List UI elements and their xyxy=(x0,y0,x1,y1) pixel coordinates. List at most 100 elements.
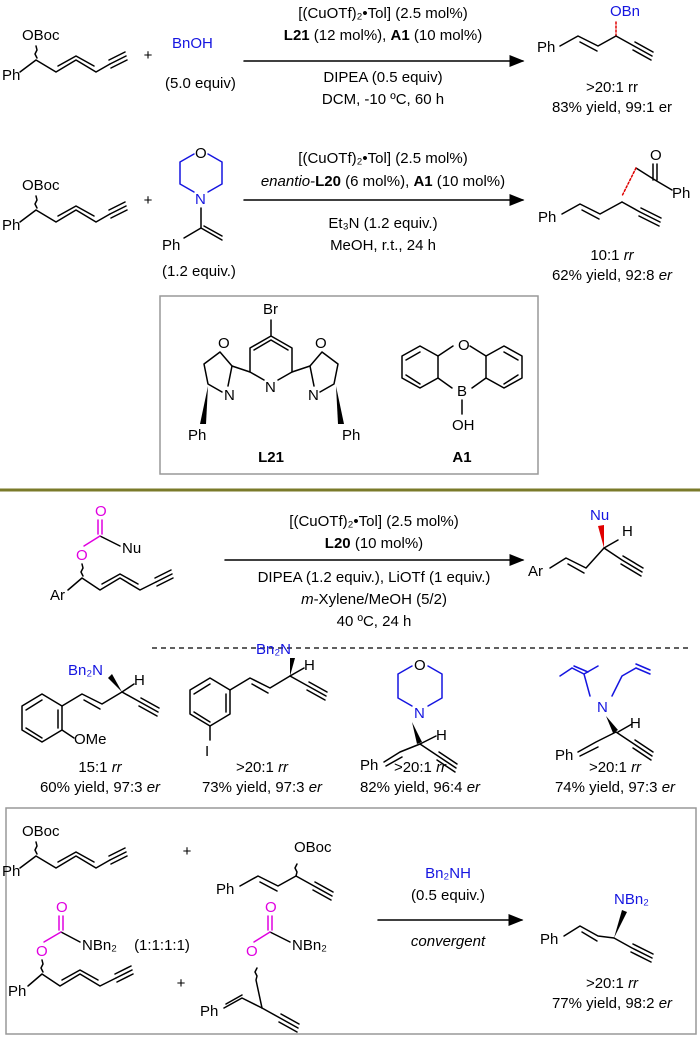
conv-sm3-o1: O xyxy=(56,899,68,916)
reaction-2: OBoc Ph + O N Ph (1.2 equiv.) [(CuOTf)₂•… xyxy=(2,145,690,284)
r1-cond-3: DIPEA (0.5 equiv) xyxy=(323,69,442,86)
ex2-yield: 73% yield, 97:3 er xyxy=(202,779,323,796)
ex1-yield: 60% yield, 97:3 er xyxy=(40,779,161,796)
general-reaction: O Nu O Ar [(CuOTf)₂•Tol] (2.5 mol%) L20 … xyxy=(50,503,644,630)
ex3-group-o: O xyxy=(414,657,426,674)
conv-sm3-ph: Ph xyxy=(8,983,26,1000)
a1-o: O xyxy=(458,337,470,354)
r1-product: Ph OBn xyxy=(537,3,654,61)
r1-prod-ph: Ph xyxy=(537,39,555,56)
r2-cond-1: [(CuOTf)₂•Tol] (2.5 mol%) xyxy=(298,150,467,167)
examples-row: Bn₂N H OMe 15:1 rr 60% yield, 97:3 er Bn… xyxy=(21,641,676,796)
a1-oh: OH xyxy=(452,417,475,434)
conv-sm4-o1: O xyxy=(265,899,277,916)
r2-reagent-ph: Ph xyxy=(162,237,180,254)
gen-cond-5: 40 ºC, 24 h xyxy=(337,613,412,630)
gen-cond-1: [(CuOTf)₂•Tol] (2.5 mol%) xyxy=(289,513,458,530)
conv-sm1: OBoc Ph xyxy=(2,823,128,880)
ex4-rr: >20:1 rr xyxy=(589,759,642,776)
conv-sm2-group: OBoc xyxy=(294,839,332,856)
reaction-1: OBoc Ph + BnOH (5.0 equiv) [(CuOTf)₂•Tol… xyxy=(2,3,672,116)
conv-prod-group: NBn₂ xyxy=(614,891,649,908)
conv-sm2: Ph OBoc xyxy=(216,839,334,901)
conv-sm3-n: NBn₂ xyxy=(82,937,117,954)
conv-yield: 77% yield, 98:2 er xyxy=(552,995,673,1012)
conv-mode: convergent xyxy=(411,933,486,950)
r2-enamine: O N Ph xyxy=(162,145,223,254)
ex3-ph: Ph xyxy=(360,757,378,774)
ex1-h: H xyxy=(134,672,145,689)
ligand-box-frame xyxy=(159,295,539,475)
l21-label: L21 xyxy=(258,449,284,466)
example-4: N H Ph >20:1 rr 74% yield, 97:3 er xyxy=(555,663,676,796)
r1-rr: >20:1 rr xyxy=(586,79,638,96)
r2-reagent-equiv: (1.2 equiv.) xyxy=(162,263,236,280)
r2-reagent-n: N xyxy=(195,191,206,208)
r1-reagent-equiv: (5.0 equiv) xyxy=(165,75,236,92)
convergent-box: OBoc Ph + Ph OBoc (1:1:1:1) O NBn₂ O Ph xyxy=(2,807,697,1035)
example-1: Bn₂N H OMe 15:1 rr 60% yield, 97:3 er xyxy=(21,662,161,796)
conv-reagent: Bn₂NH xyxy=(425,865,471,882)
r2-cond-2: enantio-L20 (6 mol%), A1 (10 mol%) xyxy=(261,173,505,190)
a1-b: B xyxy=(457,383,467,400)
a1-label: A1 xyxy=(452,449,471,466)
acid-A1: O B OH A1 xyxy=(401,337,523,466)
r2-prod-ph2: Ph xyxy=(538,209,556,226)
r1-prod-group: OBn xyxy=(610,3,640,20)
ex2-h: H xyxy=(304,657,315,674)
ex2-group: Bn₂N xyxy=(256,641,291,658)
gen-cond-2: L20 (10 mol%) xyxy=(325,535,423,552)
r1-sm-group: OBoc xyxy=(22,27,60,44)
conv-plus1: + xyxy=(183,843,192,860)
r1-cond-4: DCM, -10 ºC, 60 h xyxy=(322,91,444,108)
conv-plus2: + xyxy=(177,975,186,992)
r2-yield: 62% yield, 92:8 er xyxy=(552,267,673,284)
conv-sm3: O NBn₂ O Ph xyxy=(8,899,134,1000)
l21-n-py: N xyxy=(265,379,276,396)
l21-o-left: O xyxy=(218,335,230,352)
r2-sm-ph: Ph xyxy=(2,217,20,234)
ex3-rr: >20:1 rr xyxy=(394,759,447,776)
gen-starting-material: O Nu O Ar xyxy=(50,503,174,604)
conv-sm4-n: NBn₂ xyxy=(292,937,327,954)
l21-ph-right: Ph xyxy=(342,427,360,444)
gen-cond-4: m-Xylene/MeOH (5/2) xyxy=(301,591,447,608)
r2-sm-group: OBoc xyxy=(22,177,60,194)
gen-sm-ar: Ar xyxy=(50,587,65,604)
example-3: O N H Ph >20:1 rr 82% yield, 96:4 er xyxy=(360,657,481,796)
r2-plus: + xyxy=(144,192,153,209)
conv-rr: >20:1 rr xyxy=(586,975,639,992)
l21-n-left: N xyxy=(224,387,235,404)
gen-product: Nu H Ar xyxy=(528,507,644,580)
conv-sm4-o2: O xyxy=(246,943,258,960)
conv-sm3-o2: O xyxy=(36,943,48,960)
r1-cond-1: [(CuOTf)₂•Tol] (2.5 mol%) xyxy=(298,5,467,22)
gen-carb-nu: Nu xyxy=(122,540,141,557)
ligand-L21: Br N O N O N Ph Ph L21 xyxy=(188,301,360,466)
ex4-group-n: N xyxy=(597,699,608,716)
conv-prod-ph: Ph xyxy=(540,931,558,948)
gen-prod-nu: Nu xyxy=(590,507,609,524)
gen-cond-3: DIPEA (1.2 equiv.), LiOTf (1 equiv.) xyxy=(258,569,491,586)
r1-starting-material: OBoc Ph xyxy=(2,27,128,84)
ligand-box: Br N O N O N Ph Ph L21 O B OH A1 xyxy=(159,295,539,475)
r1-cond-2: L21 (12 mol%), A1 (10 mol%) xyxy=(284,27,482,44)
conv-sm1-group: OBoc xyxy=(22,823,60,840)
l21-br: Br xyxy=(263,301,278,318)
ex4-ph: Ph xyxy=(555,747,573,764)
r1-reagent: BnOH xyxy=(172,35,213,52)
l21-ph-left: Ph xyxy=(188,427,206,444)
r2-starting-material: OBoc Ph xyxy=(2,177,128,234)
conv-ratio: (1:1:1:1) xyxy=(134,937,190,954)
gen-prod-ar: Ar xyxy=(528,563,543,580)
r2-prod-o: O xyxy=(650,147,662,164)
l21-n-right: N xyxy=(308,387,319,404)
conv-sm2-ph: Ph xyxy=(216,881,234,898)
r2-reagent-o: O xyxy=(195,145,207,162)
r1-plus: + xyxy=(144,47,153,64)
conv-product: NBn₂ Ph xyxy=(540,891,654,963)
ex2-rr: >20:1 rr xyxy=(236,759,289,776)
r1-sm-ph: Ph xyxy=(2,67,20,84)
example-2: Bn₂N H I >20:1 rr 73% yield, 97:3 er xyxy=(189,641,328,796)
